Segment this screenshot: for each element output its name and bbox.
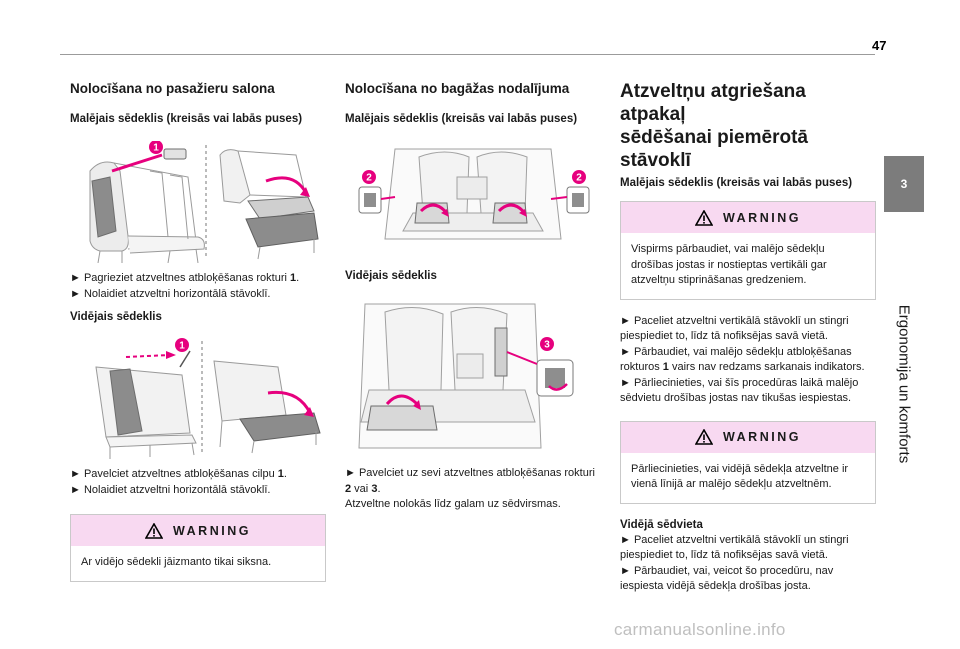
warning-header: WARNING: [71, 515, 325, 546]
warning-header: WARNING: [621, 202, 875, 233]
step-outer-seat-2: ► Nolaidiet atzveltni horizontālā stāvok…: [70, 287, 271, 300]
subheading-outer-seat: Malējais sēdeklis (kreisās vai labās pus…: [345, 113, 578, 125]
warning-triangle-icon: [695, 209, 714, 226]
top-rule: [60, 54, 875, 55]
subheading-middle-seat: Vidējā sēdvieta: [620, 518, 703, 531]
step-middle-seat-1: ► Pavelciet atzveltnes atbloķēšanas cilp…: [70, 468, 287, 480]
warning-text: Ar vidējo sēdekli jāizmanto tikai siksna…: [81, 556, 272, 568]
subheading-middle-seat: Vidējais sēdeklis: [345, 270, 437, 282]
subheading-outer-seat: Malējais sēdeklis (kreisās vai labās pus…: [70, 113, 303, 125]
warning-header: WARNING: [621, 421, 875, 453]
figure-trunk-middle-seat: 3: [345, 298, 601, 458]
section-heading: Nolocīšana no bagāžas nodalījuma: [345, 81, 570, 96]
column-middle: Nolocīšana no bagāžas nodalījuma Malējai…: [345, 80, 601, 513]
figure-outer-seat-fold: 1: [70, 141, 326, 263]
warning-box-3: WARNING Pārliecinieties, vai vidējā sēde…: [620, 420, 876, 504]
column-right: Atzveltņu atgriešana atpakaļ sēdēšanai p…: [620, 80, 876, 595]
step-middle-seat-2: ► Nolaidiet atzveltni horizontālā stāvok…: [70, 483, 271, 496]
section-title-line-3: stāvoklī: [620, 150, 691, 171]
chapter-title: Ergonomija un komforts: [895, 304, 913, 464]
step-middle-raise-backrest: ► Paceliet atzveltni vertikālā stāvoklī …: [620, 533, 849, 562]
warning-text: Pārliecinieties, vai vidējā sēdekļa atzv…: [631, 462, 849, 491]
step-trunk-pull-lever: ► Pavelciet uz sevi atzveltnes atbloķēša…: [345, 467, 595, 495]
subheading-outer-seat: Malējais sēdeklis (kreisās vai labās pus…: [620, 177, 853, 189]
column-left: Nolocīšana no pasažieru salona Malējais …: [70, 80, 326, 582]
callout-1-badge: [149, 141, 163, 154]
section-heading: Nolocīšana no pasažieru salona: [70, 81, 275, 96]
footer-watermark: carmanualsonline.info: [614, 620, 786, 639]
callout-2-label-left: 2: [366, 173, 372, 184]
warning-box-2: WARNING Vispirms pārbaudiet, vai malējo …: [620, 201, 876, 300]
section-title-line-2: sēdēšanai piemērotā: [620, 127, 808, 148]
warning-box-1: WARNING Ar vidējo sēdekli jāizmanto tika…: [70, 514, 326, 582]
callout-1-label: 1: [153, 143, 159, 154]
figure-middle-seat-fold: 1: [70, 337, 326, 459]
chapter-tab[interactable]: 3: [884, 156, 924, 212]
subheading-middle-seat: Vidējais sēdeklis: [70, 311, 162, 323]
page-number: 47: [872, 38, 887, 53]
warning-text: Vispirms pārbaudiet, vai malējo sēdekļu …: [631, 243, 827, 286]
warning-triangle-icon: [145, 522, 164, 539]
step-trunk-result: Atzveltne nolokās līdz galam uz sēdvirsm…: [345, 498, 561, 510]
step-outer-seat-1: ► Pagrieziet atzveltnes atbloķēšanas rok…: [70, 272, 300, 284]
callout-2-label-right: 2: [576, 173, 582, 184]
section-title-line-1: Atzveltņu atgriešana atpakaļ: [620, 81, 806, 125]
warning-triangle-icon: [695, 429, 714, 445]
figure-trunk-outer-seats: 2 2: [345, 139, 601, 253]
callout-3-label: 3: [544, 340, 550, 351]
step-middle-check-belt: ► Pārbaudiet, vai, veicot šo procedūru, …: [620, 564, 834, 593]
step-raise-backrest: ► Paceliet atzveltni vertikālā stāvoklī …: [620, 314, 849, 343]
step-check-indicator: ► Pārbaudiet, vai malējo sēdekļu atbloķē…: [620, 345, 865, 374]
callout-1-label-2: 1: [179, 341, 185, 352]
step-check-belts: ► Pārliecinieties, vai šīs procedūras la…: [620, 376, 859, 405]
